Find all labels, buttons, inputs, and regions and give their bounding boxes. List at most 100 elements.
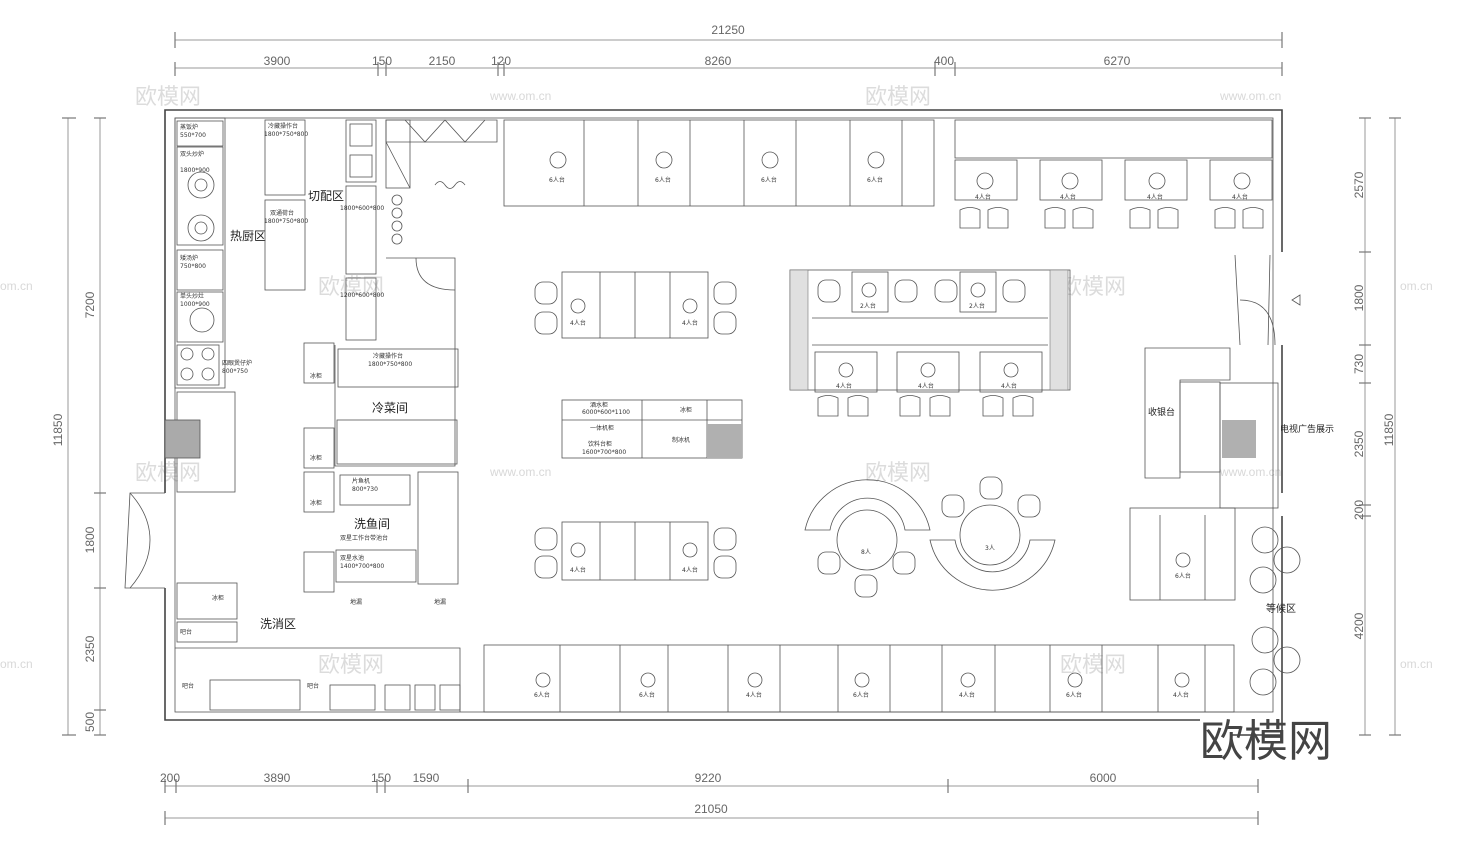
bar-size: 6000*600*1100 xyxy=(582,409,630,416)
dim-bottom-5: 9220 xyxy=(695,771,722,785)
table-label: 6人台 xyxy=(549,176,565,184)
table-label: 4人台 xyxy=(1060,193,1076,201)
table-label: 2人台 xyxy=(860,302,876,310)
low-stove-size: 750*800 xyxy=(180,263,206,270)
fryer-size: 800*750 xyxy=(222,368,248,375)
table-label: 4人台 xyxy=(836,382,852,390)
dim-right-2: 1800 xyxy=(1352,284,1366,311)
dim-right-5: 200 xyxy=(1352,500,1366,520)
table-label: 6人台 xyxy=(639,691,655,699)
triple-sink xyxy=(209,679,301,711)
zone-waiting: 等候区 xyxy=(1266,602,1296,615)
left-4-tables: 4人台 4人台 4人台 4人台 xyxy=(534,271,737,581)
work-bench xyxy=(264,199,306,291)
watermark-8: 欧模网 xyxy=(1060,653,1126,678)
fish-machine xyxy=(339,474,411,506)
fryer xyxy=(176,344,220,386)
dim-right-3: 730 xyxy=(1352,354,1366,374)
column-block xyxy=(164,419,201,459)
table-label: 6人台 xyxy=(853,691,869,699)
zone-fish-wash: 洗鱼间 xyxy=(354,517,390,531)
cold-op-bench-label: 冷藏操作台 xyxy=(373,352,403,360)
single-stove-size: 1000*900 xyxy=(180,301,210,308)
cold-bench-b xyxy=(345,277,377,341)
stove-a-label: 蒸饭炉 xyxy=(180,123,198,131)
zone-cashier: 收银台 xyxy=(1148,406,1175,418)
low-stove xyxy=(176,249,224,291)
table-label: 4人台 xyxy=(570,566,586,574)
watermark-url-8: om.cn xyxy=(1400,657,1433,671)
dim-right-1: 2570 xyxy=(1352,171,1366,198)
bar-counter: 酒水柜 6000*600*1100 一体机柜 饮料台柜 1600*700*800… xyxy=(561,399,743,459)
right-dimensions: 2570 1800 730 2350 200 4200 11850 xyxy=(1352,117,1401,736)
right-entrance xyxy=(1234,254,1271,346)
right-booth: 6人台 xyxy=(1129,507,1236,601)
table-label: 4人台 xyxy=(959,691,975,699)
bar-bottom-label: 饮料台柜 xyxy=(588,440,612,448)
fish-machine-label: 片鱼机 xyxy=(352,477,370,485)
zone-tv-ad: 电视广告展示 xyxy=(1280,423,1334,435)
stove-a-size: 550*700 xyxy=(180,132,206,139)
dim-right-6: 4200 xyxy=(1352,612,1366,639)
table-label: 6人台 xyxy=(534,691,550,699)
cold-fridge-2-label: 冰柜 xyxy=(310,454,322,462)
dish-sink-label: 双星水池 xyxy=(340,554,364,562)
top-dimensions: 21250 3900 150 2150 120 8260 400 6270 xyxy=(174,23,1283,76)
left-counter-label: 吧台 xyxy=(182,682,194,690)
table-label: 6人台 xyxy=(761,176,777,184)
round-tables: 8人 3人 xyxy=(804,476,1056,598)
cold-bench-a-size: 1800*600*800 xyxy=(340,205,384,212)
dim-right-total: 11850 xyxy=(1382,413,1396,446)
dim-top-2: 150 xyxy=(372,54,392,68)
cold-op-bench-size: 1800*750*800 xyxy=(368,361,412,368)
cold-fridge-2 xyxy=(303,427,335,469)
fish-fridge-2 xyxy=(303,551,335,593)
table-label: 4人台 xyxy=(570,319,586,327)
top-right-tables: 4人台 4人台 4人台 4人台 xyxy=(954,119,1273,229)
wave-icon xyxy=(434,181,466,189)
bottom-dimensions: 200 3890 150 1590 9220 6000 21050 xyxy=(160,771,1259,825)
brand-logo: 欧模网 xyxy=(1200,716,1332,767)
dim-bottom-2: 3890 xyxy=(264,771,291,785)
watermark-url-7: om.cn xyxy=(0,657,33,671)
dim-top-6: 400 xyxy=(934,54,954,68)
bar-mid-label: 一体机柜 xyxy=(590,424,614,432)
fish-fridge-label: 冰柜 xyxy=(310,499,322,507)
fish-machine-size: 800*730 xyxy=(352,486,378,493)
fridge-bench-size: 1800*750*800 xyxy=(264,131,308,138)
watermark-url-2: www.om.cn xyxy=(1219,89,1281,103)
drain-2: 地漏 xyxy=(434,598,446,606)
low-stove-label: 矮汤炉 xyxy=(180,254,198,262)
burner-icon xyxy=(187,214,215,242)
storage-rack xyxy=(385,119,498,189)
zone-hot-kitchen: 热厨区 xyxy=(230,229,266,243)
left-entrance xyxy=(124,492,165,589)
zone-cold-dish: 冷菜间 xyxy=(372,401,408,415)
dish-sink-size: 1400*700*800 xyxy=(340,563,384,570)
entrance-arrow-icon xyxy=(1291,294,1301,306)
table-label: 4人台 xyxy=(1147,193,1163,201)
watermark-url-3: om.cn xyxy=(0,279,33,293)
bar-drink-label: 酒水柜 xyxy=(590,401,608,409)
dim-top-3: 2150 xyxy=(429,54,456,68)
cold-bench-b-size: 1200*600*800 xyxy=(340,292,384,299)
table-label: 6人台 xyxy=(867,176,883,184)
right-counter-label: 吧台 xyxy=(307,682,319,690)
table-label: 2人台 xyxy=(969,302,985,310)
table-label: 4人台 xyxy=(682,566,698,574)
dim-left-3: 2350 xyxy=(83,635,97,662)
fish-fridge xyxy=(303,471,335,513)
dim-bottom-total: 21050 xyxy=(694,802,728,816)
dish-rack-label: 吧台 xyxy=(180,628,192,636)
double-stove-size: 1800*900 xyxy=(180,167,210,174)
cold-bench-a xyxy=(345,185,377,275)
table-label: 4人台 xyxy=(1001,382,1017,390)
dim-bottom-1: 200 xyxy=(160,771,180,785)
dim-top-5: 8260 xyxy=(705,54,732,68)
watermark-url-6: www.om.cn xyxy=(1219,465,1281,479)
table-label: 6人台 xyxy=(1066,691,1082,699)
table-label: 4人台 xyxy=(1232,193,1248,201)
kitchen-area: 蒸饭炉 550*700 双头炒炉 1800*900 矮汤炉 750*800 单头… xyxy=(164,117,498,712)
watermark-layer: 欧模网 www.om.cn 欧模网 www.om.cn om.cn 欧模网 欧模… xyxy=(0,85,1433,678)
